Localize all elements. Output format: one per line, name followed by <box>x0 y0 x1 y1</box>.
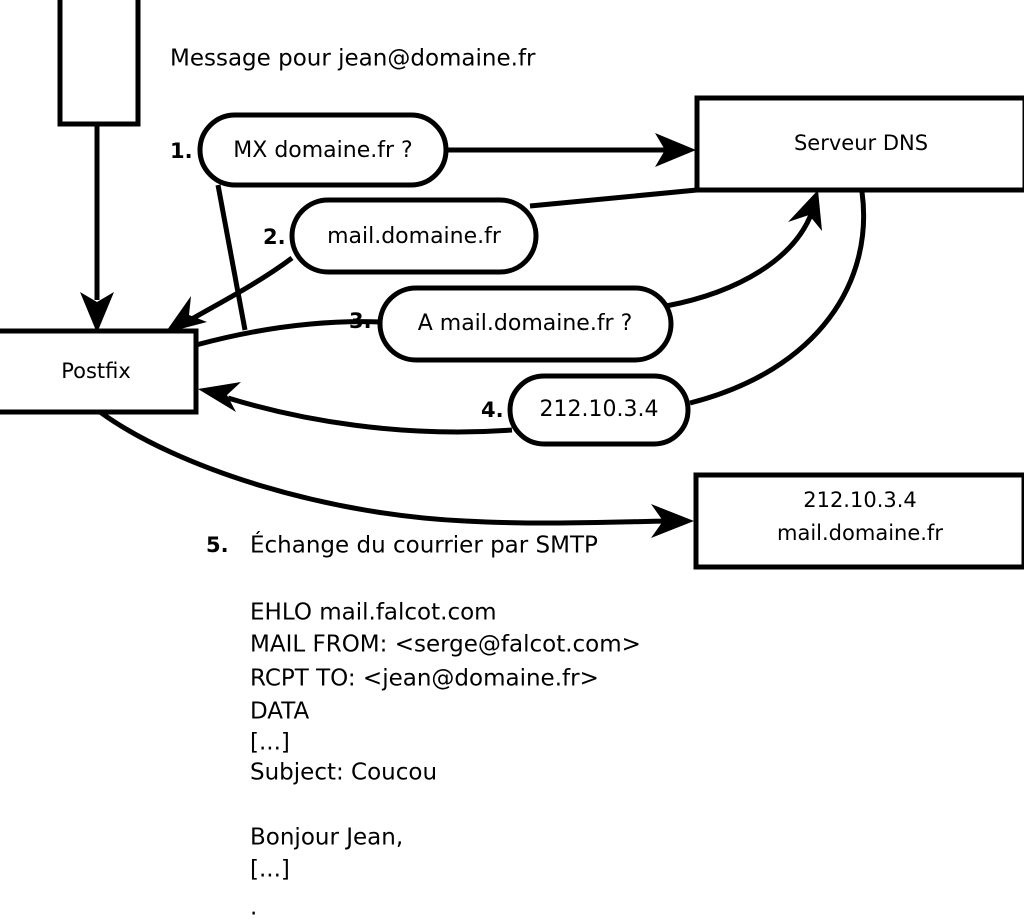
step-number-3: 3. <box>349 309 372 333</box>
smtp-line-1: EHLO mail.falcot.com <box>250 600 497 626</box>
step-number-1: 1. <box>170 139 193 163</box>
node-mail-server-host: mail.domaine.fr <box>777 521 943 545</box>
node-mail-server-ip: 212.10.3.4 <box>803 488 917 512</box>
step-number-4: 4. <box>481 398 504 422</box>
connector-step4-to-postfix <box>198 382 513 435</box>
node-dns-server[interactable]: Serveur DNS <box>694 95 1024 193</box>
step-number-5: 5. <box>206 533 229 557</box>
bubble-step-4-label: 212.10.3.4 <box>540 397 659 422</box>
bubble-step-2-label: mail.domaine.fr <box>327 224 502 249</box>
smtp-line-5: [...] <box>250 730 290 756</box>
smtp-transcript: EHLO mail.falcot.com MAIL FROM: <serge@f… <box>250 600 641 919</box>
smtp-line-6: Subject: Coucou <box>250 760 437 786</box>
smtp-line-4: DATA <box>250 699 310 725</box>
connector-dns-to-step4 <box>689 191 867 406</box>
bubble-step-2[interactable]: mail.domaine.fr <box>289 197 539 275</box>
bubble-step-1-label: MX domaine.fr ? <box>233 138 412 163</box>
bubble-step-1[interactable]: MX domaine.fr ? <box>197 112 449 188</box>
step-number-2: 2. <box>263 225 286 249</box>
connector-step2-to-postfix <box>165 255 294 333</box>
smtp-line-9: [...] <box>250 857 290 883</box>
message-title-text: Message pour jean@domaine.fr <box>170 46 536 72</box>
connector-mua-to-postfix <box>80 124 114 333</box>
smtp-line-8: Bonjour Jean, <box>250 825 403 851</box>
connector-dns-to-step2 <box>529 187 698 209</box>
bubble-step-3-label: A mail.domaine.fr ? <box>418 311 633 336</box>
bubble-step-4[interactable]: 212.10.3.4 <box>507 373 691 447</box>
node-mail-server[interactable]: 212.10.3.4 mail.domaine.fr <box>693 472 1024 570</box>
connector-step3-to-dns <box>665 190 822 309</box>
node-dns-label: Serveur DNS <box>794 131 928 155</box>
step-5-label: Échange du courrier par SMTP <box>250 531 598 559</box>
connector-step1-tail <box>215 184 248 331</box>
smtp-line-2: MAIL FROM: <serge@falcot.com> <box>250 632 641 658</box>
node-postfix-label: Postfix <box>61 359 131 383</box>
smtp-line-10: . <box>250 895 257 919</box>
connector-postfix-to-step3 <box>195 319 383 348</box>
connector-step1-to-dns <box>446 133 696 167</box>
connector-step5-smtp <box>98 409 694 538</box>
node-postfix[interactable]: Postfix <box>0 328 199 415</box>
bubble-step-3[interactable]: A mail.domaine.fr ? <box>377 285 674 363</box>
smtp-line-3: RCPT TO: <jean@domaine.fr> <box>250 666 599 692</box>
node-mua[interactable] <box>57 0 141 127</box>
